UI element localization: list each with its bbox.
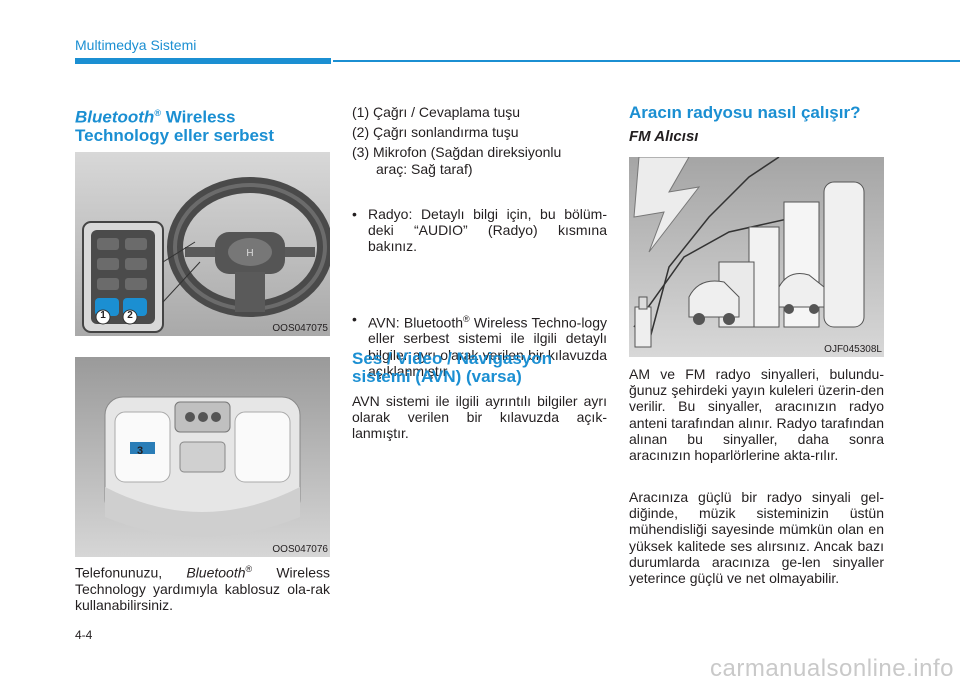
avn-paragraph: AVN sistemi ile ilgili ayrıntılı bilgile… <box>352 393 607 442</box>
list-item-continuation: araç: Sağ taraf) <box>376 160 473 177</box>
bullet-radio: • Radyo: Detaylı bilgi için, bu bölüm-de… <box>352 206 607 255</box>
marker-2: 2 <box>127 310 133 321</box>
figure-2-caption: OOS047076 <box>272 544 328 555</box>
section-title: Multimedya Sistemi <box>75 37 197 53</box>
avn-heading: Ses / Video / Navigasyon sistemi (AVN) (… <box>352 350 607 386</box>
bullet-avn-text-a: AVN: Bluetooth <box>368 314 464 331</box>
figure-1-caption: OOS047075 <box>272 323 328 334</box>
svg-text:H: H <box>246 248 253 259</box>
heading-part-1: Wireless <box>160 107 236 127</box>
bullet-avn: • AVN: Bluetooth® Wireless Techno-logy e… <box>352 311 607 379</box>
overhead-console-illustration <box>75 357 330 557</box>
fm-receiver-illustration <box>629 157 884 357</box>
header-rule-thin <box>333 60 960 62</box>
bluetooth-intro-paragraph: Telefonunuzu, Bluetooth® Wireless Techno… <box>75 561 330 613</box>
list-item-number: (2) <box>352 124 370 141</box>
bluetooth-heading: Bluetooth® Wireless Technology eller ser… <box>75 104 335 145</box>
list-item: (2) Çağrı sonlandırma tuşu <box>352 124 607 140</box>
heading-part-2: Technology eller serbest <box>75 125 275 145</box>
figure-3-caption: OJF045308L <box>824 344 882 355</box>
marker-1: 1 <box>100 310 106 321</box>
heading-bluetooth-word: Bluetooth <box>75 107 155 127</box>
steering-wheel-illustration: H <box>75 152 330 336</box>
radio-paragraph-1: AM ve FM radyo sinyalleri, bulundu-ğunuz… <box>629 366 884 464</box>
list-item: (3) Mikrofon (Sağdan direksiyonlu araç: … <box>352 144 607 176</box>
list-item-text: Çağrı / Cevaplama tuşu <box>373 104 521 120</box>
list-item-number: (1) <box>352 104 370 120</box>
intro-text-1: Telefonunuzu, <box>75 564 187 581</box>
marker-3: 3 <box>137 445 144 457</box>
avn-heading-line-1: Ses / Video / Navigasyon <box>352 349 552 368</box>
overhead-console-figure: 3 OOS047076 <box>75 357 330 557</box>
fm-subheading: FM Alıcısı <box>629 128 699 145</box>
fm-receiver-figure: OJF045308L <box>629 157 884 357</box>
intro-registered-mark: ® <box>245 564 253 574</box>
radio-paragraph-2: Aracınıza güçlü bir radyo sinyali gel-di… <box>629 489 884 587</box>
button-list: (1) Çağrı / Cevaplama tuşu (2) Çağrı son… <box>352 104 607 177</box>
heading-registered-mark: ® <box>154 108 161 118</box>
intro-text-2: Wireless Technology yardımıyla kablosuz … <box>75 564 330 614</box>
list-item: (1) Çağrı / Cevaplama tuşu <box>352 104 607 120</box>
list-item-text: Çağrı sonlandırma tuşu <box>373 124 519 141</box>
bullet-mark: • <box>352 310 357 327</box>
avn-heading-line-2: sistemi (AVN) (varsa) <box>352 367 522 386</box>
bullet-avn-text-b: Wireless Techno-logy eller serbest siste… <box>368 314 607 379</box>
list-item-number: (3) <box>352 144 370 161</box>
steering-wheel-figure: H 1 2 OOS047075 <box>75 152 330 336</box>
intro-bluetooth-word: Bluetooth <box>186 564 246 581</box>
bullet-mark: • <box>352 206 357 222</box>
bullet-registered-mark: ® <box>463 313 470 324</box>
list-item-text: Mikrofon (Sağdan direksiyonlu <box>373 144 562 161</box>
radio-heading: Aracın radyosu nasıl çalışır? <box>629 103 861 122</box>
bullet-radio-text: Radyo: Detaylı bilgi için, bu bölüm-deki… <box>368 206 607 255</box>
watermark: carmanualsonline.info <box>710 655 954 682</box>
header-rule-thick <box>75 58 331 64</box>
page-number: 4-4 <box>75 628 93 642</box>
